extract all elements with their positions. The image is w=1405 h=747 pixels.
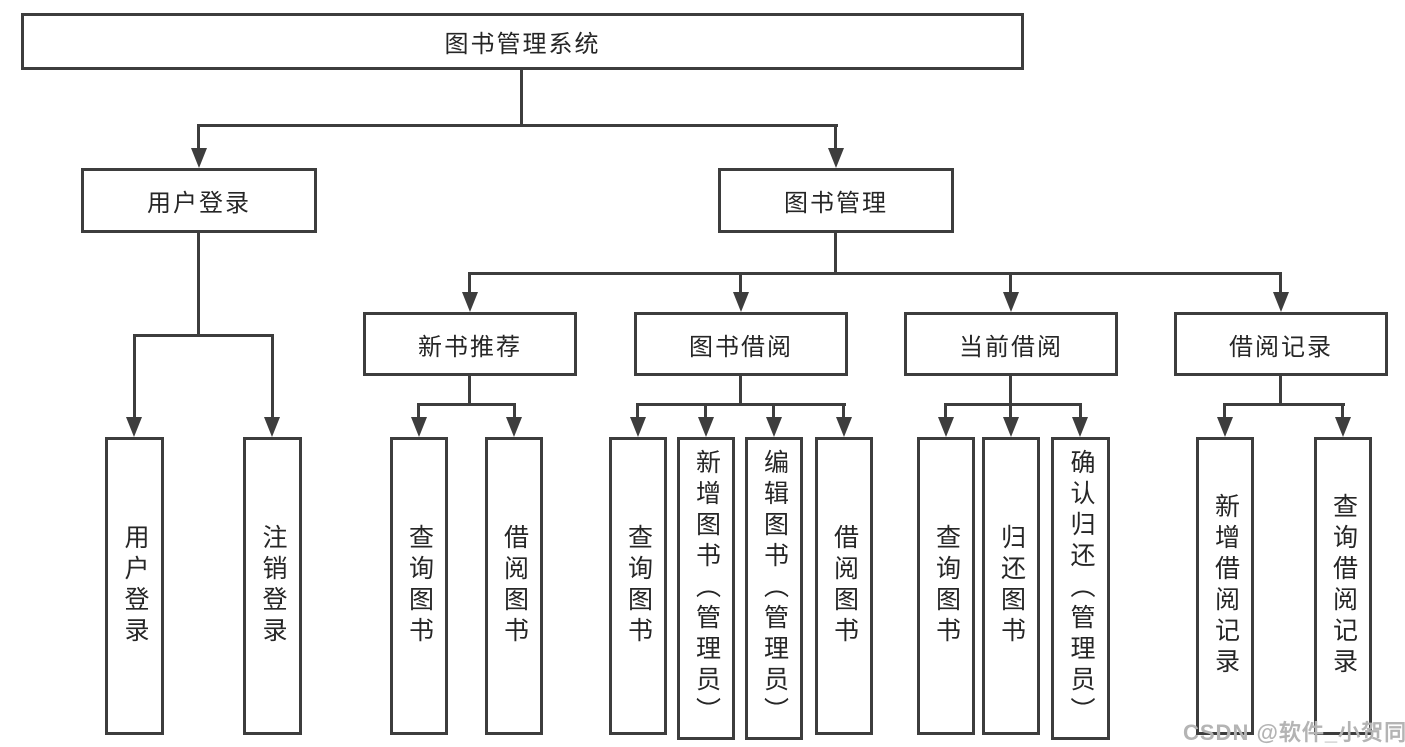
connector-line xyxy=(636,403,846,406)
arrowhead-icon xyxy=(1072,417,1088,437)
arrowhead-icon xyxy=(630,417,646,437)
connector-line xyxy=(1009,376,1012,405)
connector-line xyxy=(1279,376,1282,405)
leaf-records-query-record: 查询借阅记录 xyxy=(1314,437,1372,735)
connector-line xyxy=(197,124,838,127)
connector-line xyxy=(197,233,200,337)
arrowhead-icon xyxy=(1003,417,1019,437)
connector-line xyxy=(1009,272,1012,294)
arrowhead-icon xyxy=(938,417,954,437)
connector-line xyxy=(417,403,516,406)
connector-line xyxy=(271,334,274,419)
arrowhead-icon xyxy=(506,417,522,437)
arrowhead-icon xyxy=(766,417,782,437)
node-borrow-records: 借阅记录 xyxy=(1174,312,1388,376)
node-current-borrow: 当前借阅 xyxy=(904,312,1118,376)
connector-line xyxy=(417,403,420,419)
leaf-logout: 注销登录 xyxy=(243,437,302,735)
connector-line xyxy=(468,272,471,294)
arrowhead-icon xyxy=(836,417,852,437)
connector-line xyxy=(133,334,274,337)
connector-line xyxy=(197,124,200,152)
leaf-borrow-edit-books-admin: 编辑图书（管理员） xyxy=(745,437,803,740)
arrowhead-icon xyxy=(1003,292,1019,312)
connector-line xyxy=(1341,403,1344,419)
leaf-current-return-books: 归还图书 xyxy=(982,437,1040,735)
connector-line xyxy=(468,272,1282,275)
arrowhead-icon xyxy=(1273,292,1289,312)
leaf-borrow-query-books: 查询图书 xyxy=(609,437,667,735)
connector-line xyxy=(704,403,707,419)
leaf-current-query-books: 查询图书 xyxy=(917,437,975,735)
leaf-user-login: 用户登录 xyxy=(105,437,164,735)
node-new-book-recommend: 新书推荐 xyxy=(363,312,577,376)
arrowhead-icon xyxy=(1335,417,1351,437)
connector-line xyxy=(636,403,639,419)
node-book-management: 图书管理 xyxy=(718,168,954,233)
arrowhead-icon xyxy=(462,292,478,312)
connector-line xyxy=(842,403,845,419)
arrowhead-icon xyxy=(411,417,427,437)
connector-line xyxy=(1279,272,1282,294)
connector-line xyxy=(1223,403,1226,419)
connector-line xyxy=(944,403,1082,406)
arrowhead-icon xyxy=(126,417,142,437)
arrowhead-icon xyxy=(191,148,207,168)
connector-line xyxy=(944,403,947,419)
node-root: 图书管理系统 xyxy=(21,13,1024,70)
connector-line xyxy=(1223,403,1345,406)
arrowhead-icon xyxy=(828,148,844,168)
connector-line xyxy=(1009,403,1012,419)
leaf-recommend-borrow-books: 借阅图书 xyxy=(485,437,543,735)
csdn-watermark: CSDN @软件_小贺同学 xyxy=(1183,720,1405,745)
connector-line xyxy=(468,376,471,405)
connector-line xyxy=(834,124,837,152)
arrowhead-icon xyxy=(1217,417,1233,437)
connector-line xyxy=(520,70,523,126)
arrowhead-icon xyxy=(733,292,749,312)
arrowhead-icon xyxy=(264,417,280,437)
connector-line xyxy=(772,403,775,419)
leaf-borrow-borrow-books: 借阅图书 xyxy=(815,437,873,735)
leaf-current-confirm-return-admin: 确认归还（管理员） xyxy=(1051,437,1110,740)
connector-line xyxy=(513,403,516,419)
leaf-recommend-query-books: 查询图书 xyxy=(390,437,448,735)
connector-line xyxy=(133,334,136,419)
node-book-borrow: 图书借阅 xyxy=(634,312,848,376)
connector-line xyxy=(1079,403,1082,419)
connector-line xyxy=(739,376,742,405)
arrowhead-icon xyxy=(698,417,714,437)
leaf-borrow-add-books-admin: 新增图书（管理员） xyxy=(677,437,735,740)
connector-line xyxy=(739,272,742,294)
node-user-login: 用户登录 xyxy=(81,168,317,233)
leaf-records-add-record: 新增借阅记录 xyxy=(1196,437,1254,735)
connector-line xyxy=(834,233,837,275)
